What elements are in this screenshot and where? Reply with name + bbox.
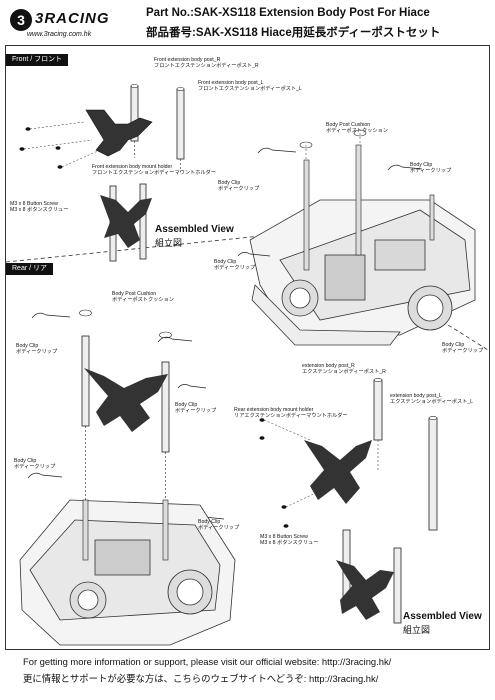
car-chassis-front [249, 199, 476, 346]
front-screws [19, 121, 101, 169]
rear-mount-holder-exploded [84, 368, 168, 432]
rear-assembled-view [336, 529, 402, 624]
brand-url: www.3racing.com.hk [27, 31, 92, 38]
car-rear-posts [82, 499, 169, 561]
tab-rear: Rear / リア [6, 263, 54, 275]
car-chassis-rear [19, 499, 236, 646]
footer-info-en: For getting more information or support,… [23, 656, 392, 667]
rear-post-l-right [428, 416, 438, 531]
front-mount-holder [85, 109, 153, 157]
svg-text:3: 3 [17, 12, 25, 28]
rear-mount-holder [304, 440, 372, 504]
front-post-l [176, 87, 185, 172]
front-body-clips [237, 147, 423, 257]
page-title-en: Part No.:SAK-XS118 Extension Body Post F… [146, 7, 430, 19]
front-assembled-title: Assembled View [155, 224, 234, 235]
front-assembled-title-jp: 組立図 [155, 238, 183, 248]
footer-info-jp: 更に情報とサポートが必要な方は、こちらのウェブサイトへどうぞ: http://3… [23, 673, 379, 684]
rear-assembled-title: Assembled View [403, 611, 482, 622]
front-assembled-view [100, 183, 152, 262]
rear-assembled-title-jp: 組立図 [403, 625, 431, 635]
tab-front: Front / フロント [6, 54, 69, 66]
brand-name: 3RACING [35, 10, 110, 27]
section-divider [5, 231, 301, 263]
brand-logo: 3 3RACING www.3racing.com.hk [9, 6, 131, 44]
car-front-posts [299, 129, 435, 271]
page-title-jp: 部品番号:SAK-XS118 Hiace用延長ボディーポストセット [146, 27, 441, 39]
rear-post-r-right [373, 378, 383, 470]
rear-post-r [79, 309, 92, 500]
rear-post-l [159, 331, 172, 500]
rear-screws [259, 418, 323, 528]
front-post-r [130, 84, 139, 158]
diagram-frame [5, 45, 490, 650]
brand-emblem-icon: 3 [10, 9, 32, 31]
